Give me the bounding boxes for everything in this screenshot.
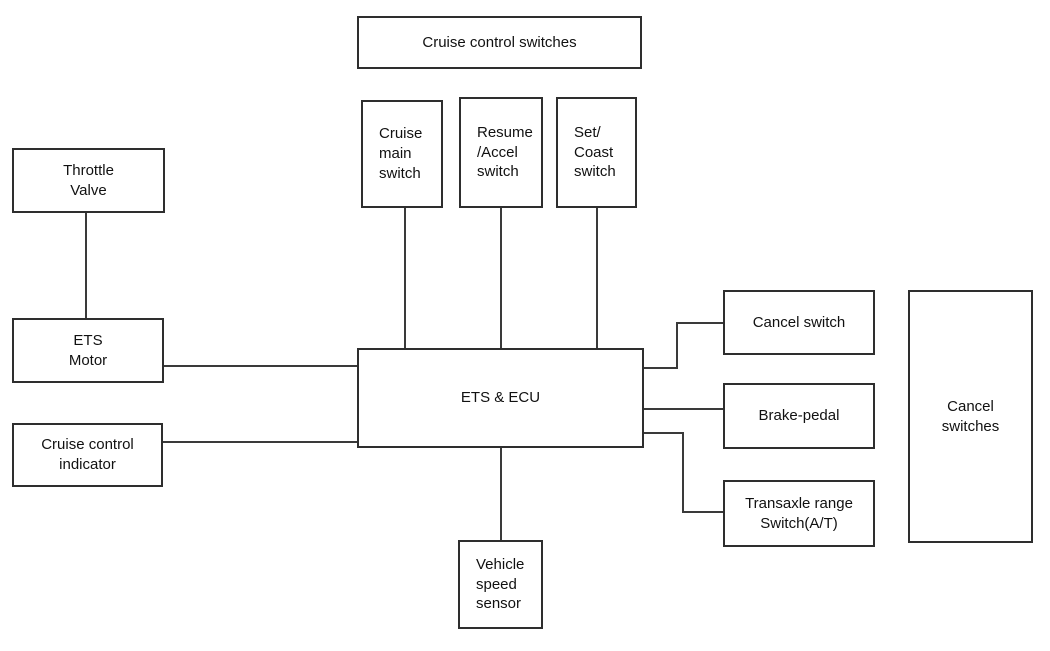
connector-main-switch-to-ecu	[404, 208, 406, 348]
node-cruise-control-indicator: Cruise control indicator	[12, 423, 163, 487]
connector-ets-motor-to-ecu	[164, 365, 357, 367]
connector-ecu-to-speed-sensor	[500, 448, 502, 540]
connector-set-switch-to-ecu	[596, 208, 598, 348]
connector-ecu-to-brake-pedal	[644, 408, 723, 410]
node-vehicle-speed-sensor: Vehicle speed sensor	[458, 540, 543, 629]
node-cruise-control-switches: Cruise control switches	[357, 16, 642, 69]
connector-ecu-to-cancel-switch	[676, 322, 678, 369]
connector-throttle-to-ets-motor	[85, 212, 87, 318]
connector-resume-switch-to-ecu	[500, 208, 502, 348]
node-cancel-switches: Cancel switches	[908, 290, 1033, 543]
node-set-coast-switch: Set/ Coast switch	[556, 97, 637, 208]
connector-ecu-to-cancel-switch	[676, 322, 723, 324]
node-brake-pedal: Brake-pedal	[723, 383, 875, 449]
node-ets-ecu: ETS & ECU	[357, 348, 644, 448]
node-ets-motor: ETS Motor	[12, 318, 164, 383]
connector-indicator-to-ecu	[163, 441, 357, 443]
connector-ecu-to-transaxle-switch	[682, 511, 723, 513]
node-cancel-switch: Cancel switch	[723, 290, 875, 355]
node-throttle-valve: Throttle Valve	[12, 148, 165, 213]
node-transaxle-range-switch: Transaxle range Switch(A/T)	[723, 480, 875, 547]
connector-ecu-to-transaxle-switch	[682, 432, 684, 513]
node-resume-accel-switch: Resume /Accel switch	[459, 97, 543, 208]
connector-ecu-to-cancel-switch	[644, 367, 678, 369]
node-cruise-main-switch: Cruise main switch	[361, 100, 443, 208]
connector-ecu-to-transaxle-switch	[644, 432, 684, 434]
